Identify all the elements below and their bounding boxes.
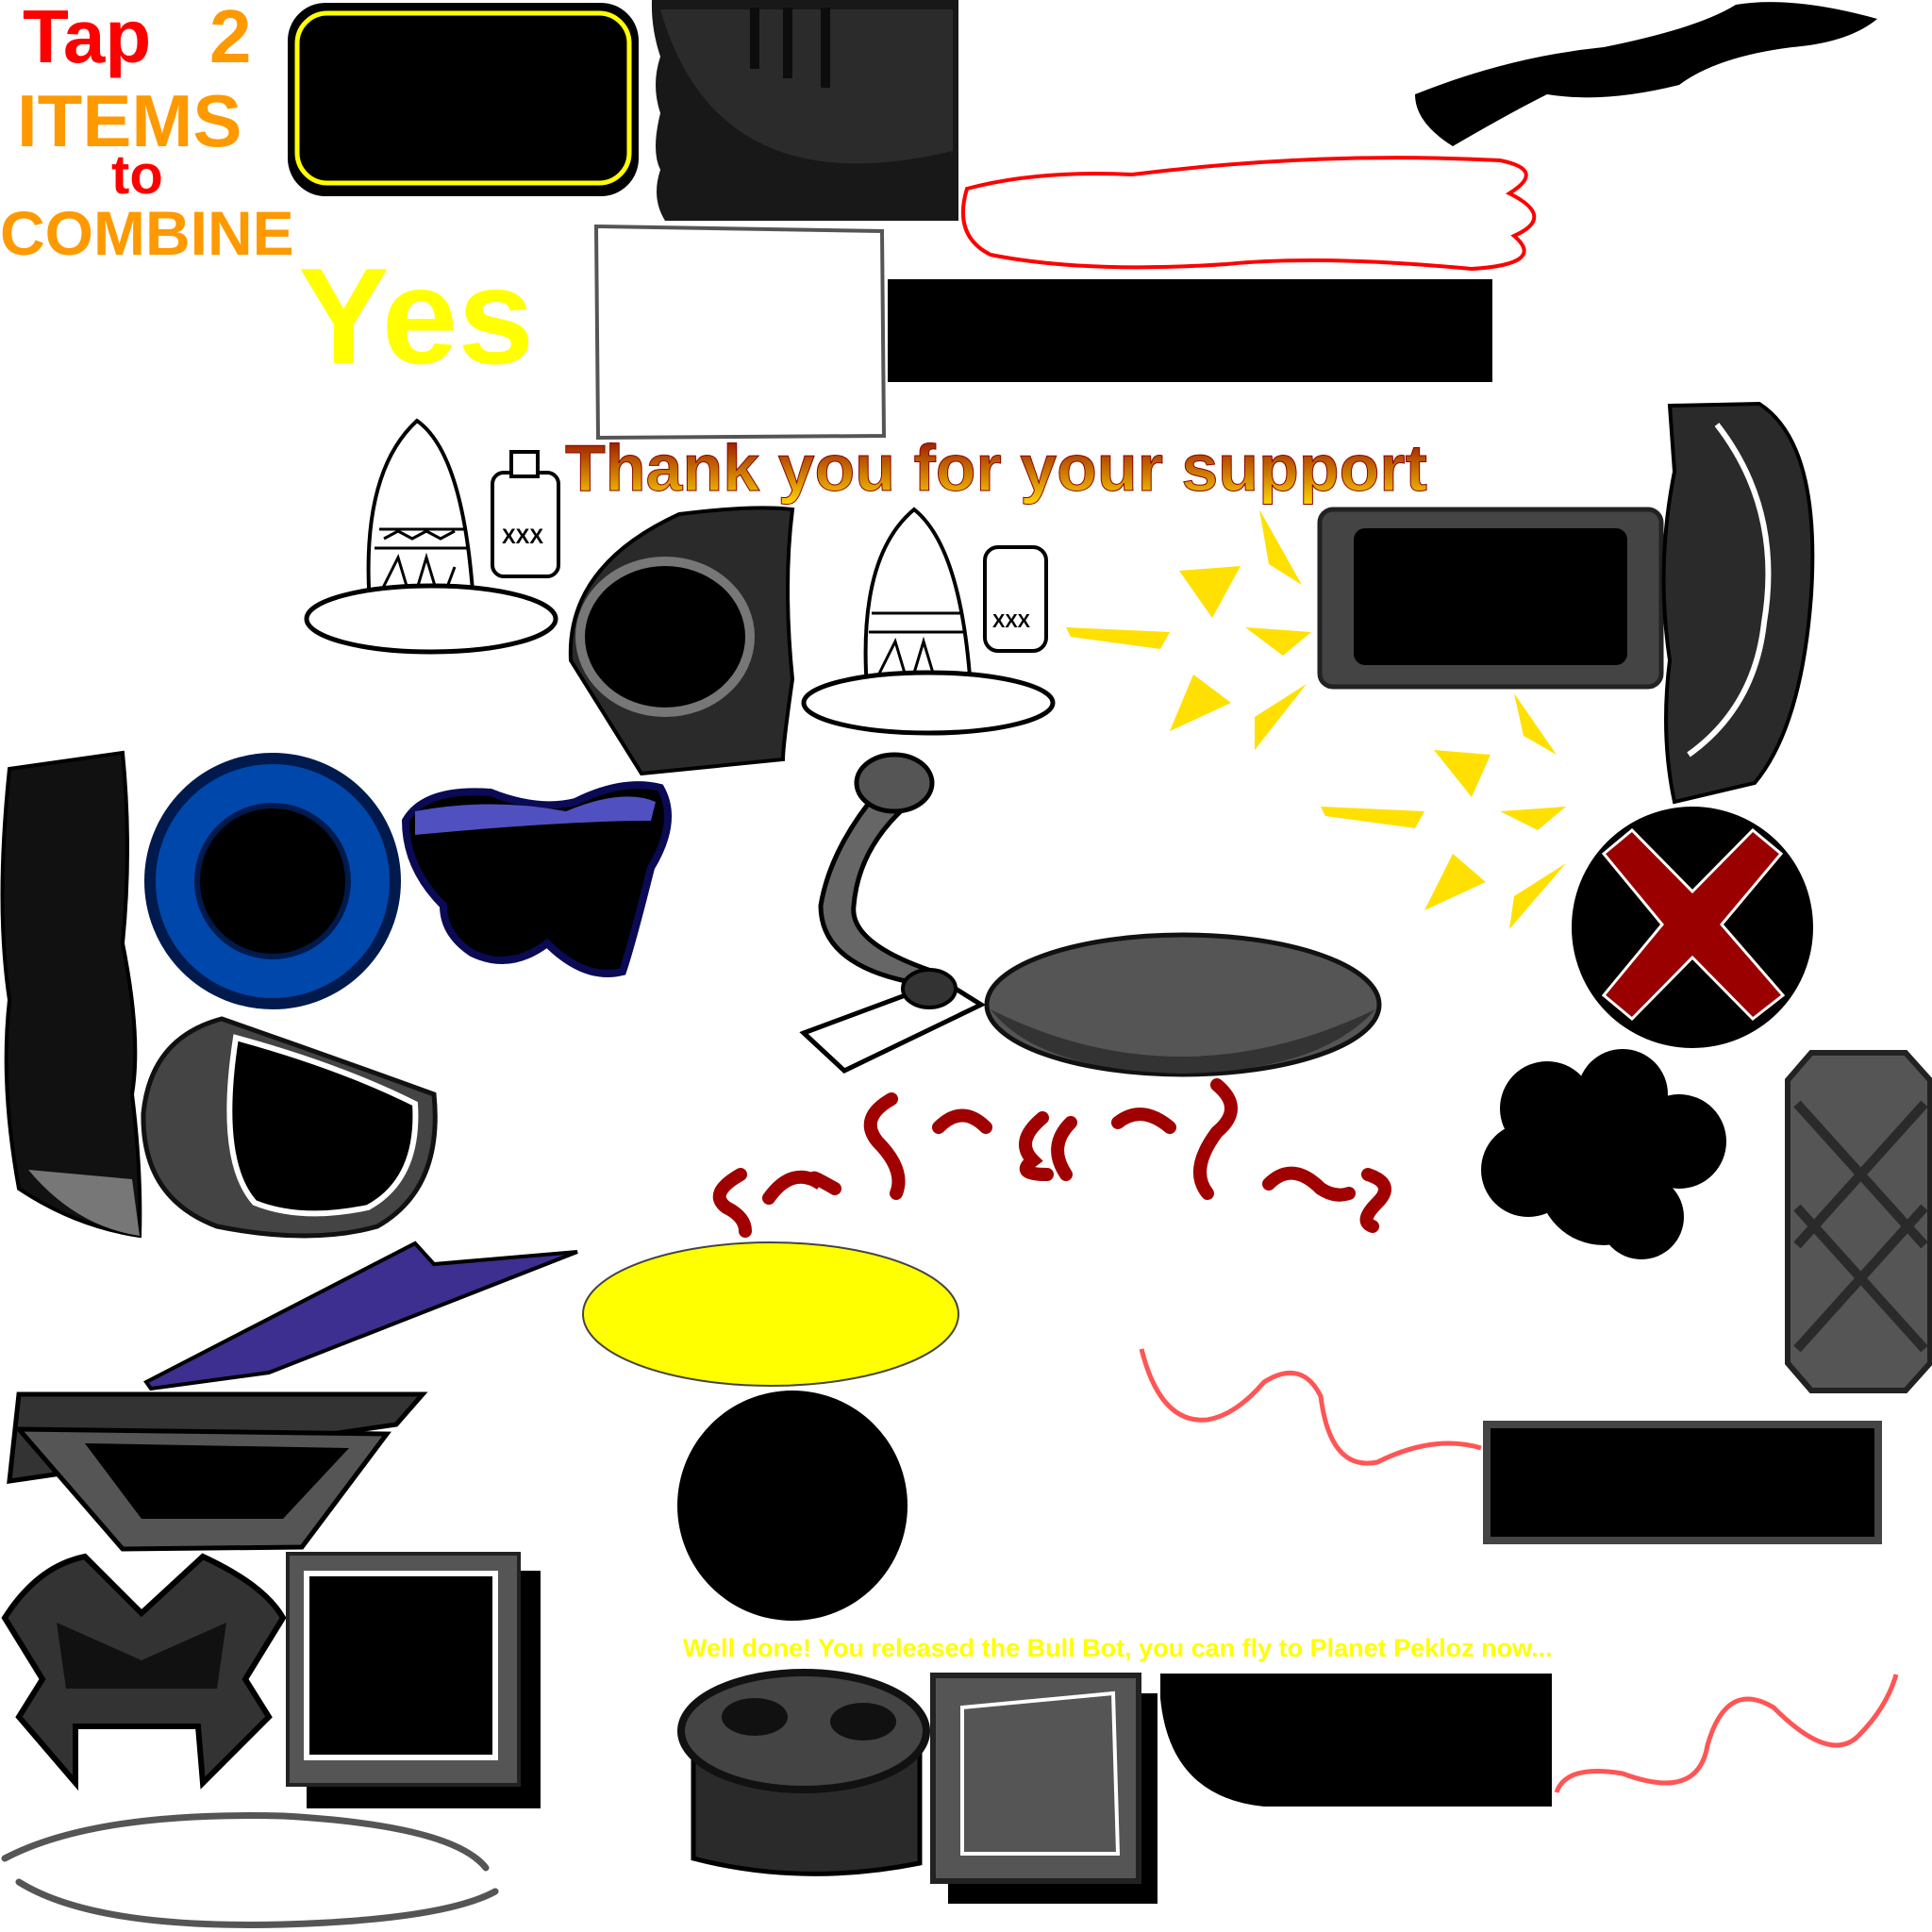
items-text: ITEMS <box>17 79 242 162</box>
sombrero-bottle-item-2[interactable]: XXX <box>801 507 1056 736</box>
red-wavy-line <box>1139 1348 1482 1466</box>
hat-brim <box>801 670 1056 736</box>
tall-piece-highlight <box>28 1170 140 1236</box>
square-frame-inner <box>304 1571 498 1760</box>
black-cloud <box>1481 1049 1726 1259</box>
dark-cylinder <box>677 1669 930 1876</box>
grey-goggle-lens[interactable] <box>141 1016 438 1239</box>
curved-piece-highlight <box>1687 423 1772 758</box>
black-circle <box>677 1391 908 1621</box>
dark-panel-mark <box>750 8 759 69</box>
white-frame <box>593 224 887 441</box>
joystick-pivot <box>901 968 958 1009</box>
joystick-knob <box>854 752 935 814</box>
cylinder-hole <box>830 1703 896 1740</box>
blue-fangs-highlight <box>415 796 656 835</box>
two-text: 2 <box>209 0 252 78</box>
black-tab-shape <box>1160 1674 1552 1807</box>
yellow-sparks <box>1066 509 1566 929</box>
thanks-message: Thank you for your support <box>565 431 1427 505</box>
goggle-lens <box>575 557 755 717</box>
black-silhouette <box>1415 2 1877 147</box>
cylinder-hole <box>722 1698 788 1736</box>
hex-panel-pattern <box>1793 1100 1928 1353</box>
goggle-lens-glass <box>226 1034 419 1217</box>
sombrero-bottle-item[interactable]: XXX <box>304 418 560 655</box>
screen-panel-display <box>1354 528 1627 665</box>
red-squiggles <box>712 1078 1391 1238</box>
joystick-arm <box>818 789 938 994</box>
x-icon <box>1601 827 1786 1022</box>
hat-crown <box>366 418 476 607</box>
grey-ellipse-outline <box>1 1812 499 1928</box>
yellow-frame-inner <box>294 10 632 186</box>
red-outline-bubble <box>960 156 1537 272</box>
success-message: Well done! You released the Bull Bot, yo… <box>683 1634 1553 1662</box>
joystick-lever[interactable] <box>799 752 987 1074</box>
yellow-ellipse-button[interactable] <box>582 1241 959 1387</box>
dark-goggle-piece[interactable] <box>568 506 795 776</box>
square-frame-2 <box>930 1673 1141 1884</box>
to-text: to <box>111 144 163 206</box>
blue-ring-hole <box>194 803 351 959</box>
bordered-black-bar <box>1483 1421 1882 1544</box>
platform-shadow <box>991 1009 1375 1074</box>
purple-blade <box>143 1241 578 1391</box>
bottle-label: XXX <box>992 611 1031 632</box>
dark-panel-mark <box>821 8 830 88</box>
bottle-label: XXX <box>502 525 543 548</box>
hat-pattern <box>373 527 469 610</box>
hat-brim <box>304 583 558 655</box>
tap-text: Tap <box>23 0 151 78</box>
tall-black-piece <box>0 750 142 1239</box>
combine-text: COMBINE <box>0 198 294 268</box>
dark-panel-mark <box>783 8 792 78</box>
close-x-button[interactable] <box>1572 807 1813 1048</box>
tray-inside <box>85 1443 349 1519</box>
instruction-text: Tap 2 ITEMS to COMBINE <box>0 0 294 268</box>
mask-eyes <box>57 1623 226 1689</box>
blue-fangs <box>401 781 672 977</box>
square-frame-2-highlight <box>960 1690 1121 1856</box>
grey-tray <box>7 1391 428 1552</box>
red-wavy-line-2 <box>1554 1674 1899 1793</box>
bottle-icon <box>983 545 1048 653</box>
bottle-neck <box>509 450 540 478</box>
dark-mask-piece <box>1 1553 287 1791</box>
black-bar <box>888 279 1492 382</box>
dark-panel-highlight <box>660 9 953 164</box>
grey-platform <box>984 932 1382 1077</box>
yes-label[interactable]: Yes <box>298 240 534 392</box>
hat-crown <box>863 507 974 691</box>
curved-dark-piece <box>1661 401 1815 805</box>
